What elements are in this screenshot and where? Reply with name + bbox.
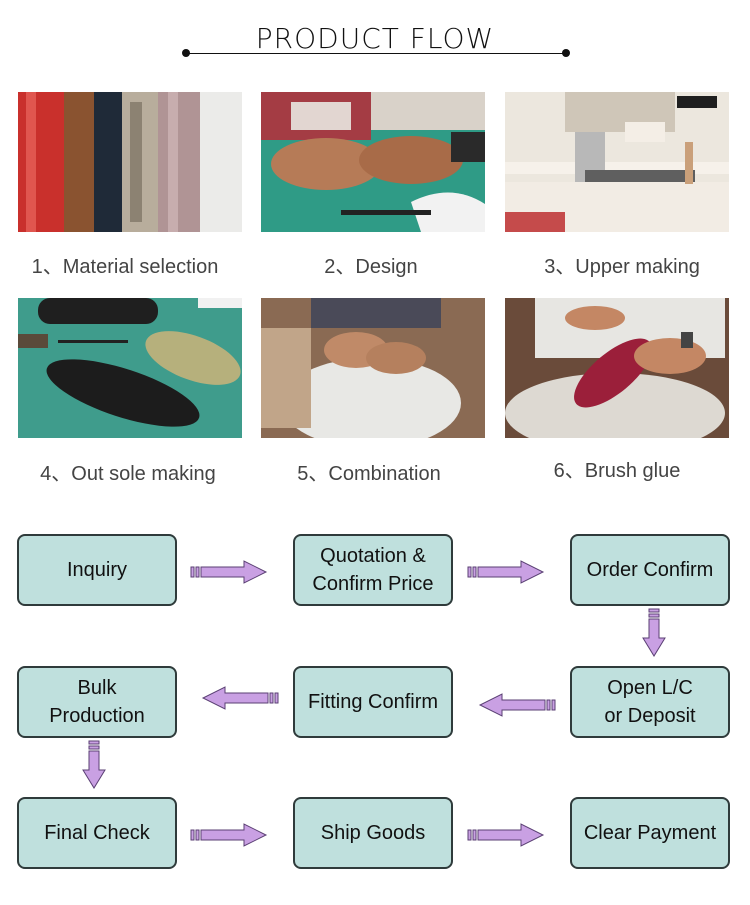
arrow-right-icon	[190, 823, 268, 847]
flow-box-quotation: Quotation & Confirm Price	[293, 534, 453, 606]
flow-label-order-confirm: Order Confirm	[586, 559, 714, 581]
step-caption-6: 6、Brush glue	[553, 460, 681, 482]
flow-label-inquiry: Inquiry	[66, 559, 128, 581]
flow-label-bulk-line-2: Production	[49, 705, 145, 727]
page-title: Product flow	[255, 22, 495, 55]
arrow-down-icon	[82, 740, 106, 789]
flow-box-clear-payment: Clear Payment	[570, 797, 730, 869]
flow-label-open-lc-line-2: or Deposit	[604, 705, 696, 727]
arrow-right-icon	[467, 560, 545, 584]
flow-label-open-lc-line-1: Open L/C	[607, 677, 693, 699]
flow-label-quotation-line-2: Confirm Price	[312, 573, 434, 595]
flow-box-order-confirm: Order Confirm	[570, 534, 730, 606]
photo-upper-making	[505, 92, 729, 232]
flow-box-ship-goods: Ship Goods	[293, 797, 453, 869]
photo-design	[261, 92, 485, 232]
flow-box-fitting-confirm: Fitting Confirm	[293, 666, 453, 738]
arrow-down-icon	[642, 608, 666, 657]
flow-box-inquiry: Inquiry	[17, 534, 177, 606]
flow-label-ship-goods: Ship Goods	[320, 822, 426, 844]
flow-label-open-lc: Open L/C or Deposit	[604, 674, 695, 730]
arrow-left-icon	[478, 693, 556, 717]
flow-box-final-check: Final Check	[17, 797, 177, 869]
step-caption-5: 5、Combination	[297, 463, 441, 485]
arrow-right-icon	[190, 560, 268, 584]
title-dot-left	[182, 49, 190, 57]
flow-box-open-lc: Open L/C or Deposit	[570, 666, 730, 738]
header: Product flow	[0, 0, 750, 80]
flow-label-bulk-line-1: Bulk	[77, 677, 117, 699]
photo-material-selection	[18, 92, 242, 232]
photo-out-sole-making	[18, 298, 242, 438]
flow-label-fitting-confirm: Fitting Confirm	[307, 691, 439, 713]
step-caption-1: 1、Material selection	[31, 256, 219, 278]
flow-label-quotation: Quotation & Confirm Price	[312, 542, 433, 598]
flow-label-quotation-line-1: Quotation &	[320, 545, 426, 567]
step-caption-2: 2、Design	[324, 256, 418, 278]
title-underline	[186, 53, 566, 54]
step-caption-3: 3、Upper making	[544, 256, 700, 278]
flow-box-bulk-production: Bulk Production	[17, 666, 177, 738]
photo-combination	[261, 298, 485, 438]
arrow-right-icon	[467, 823, 545, 847]
photo-brush-glue	[505, 298, 729, 438]
flow-label-final-check: Final Check	[44, 822, 150, 844]
title-dot-right	[562, 49, 570, 57]
arrow-left-icon	[201, 686, 279, 710]
flow-label-bulk-production: Bulk Production	[49, 674, 145, 730]
step-caption-4: 4、Out sole making	[40, 463, 216, 485]
flow-label-clear-payment: Clear Payment	[583, 822, 717, 844]
